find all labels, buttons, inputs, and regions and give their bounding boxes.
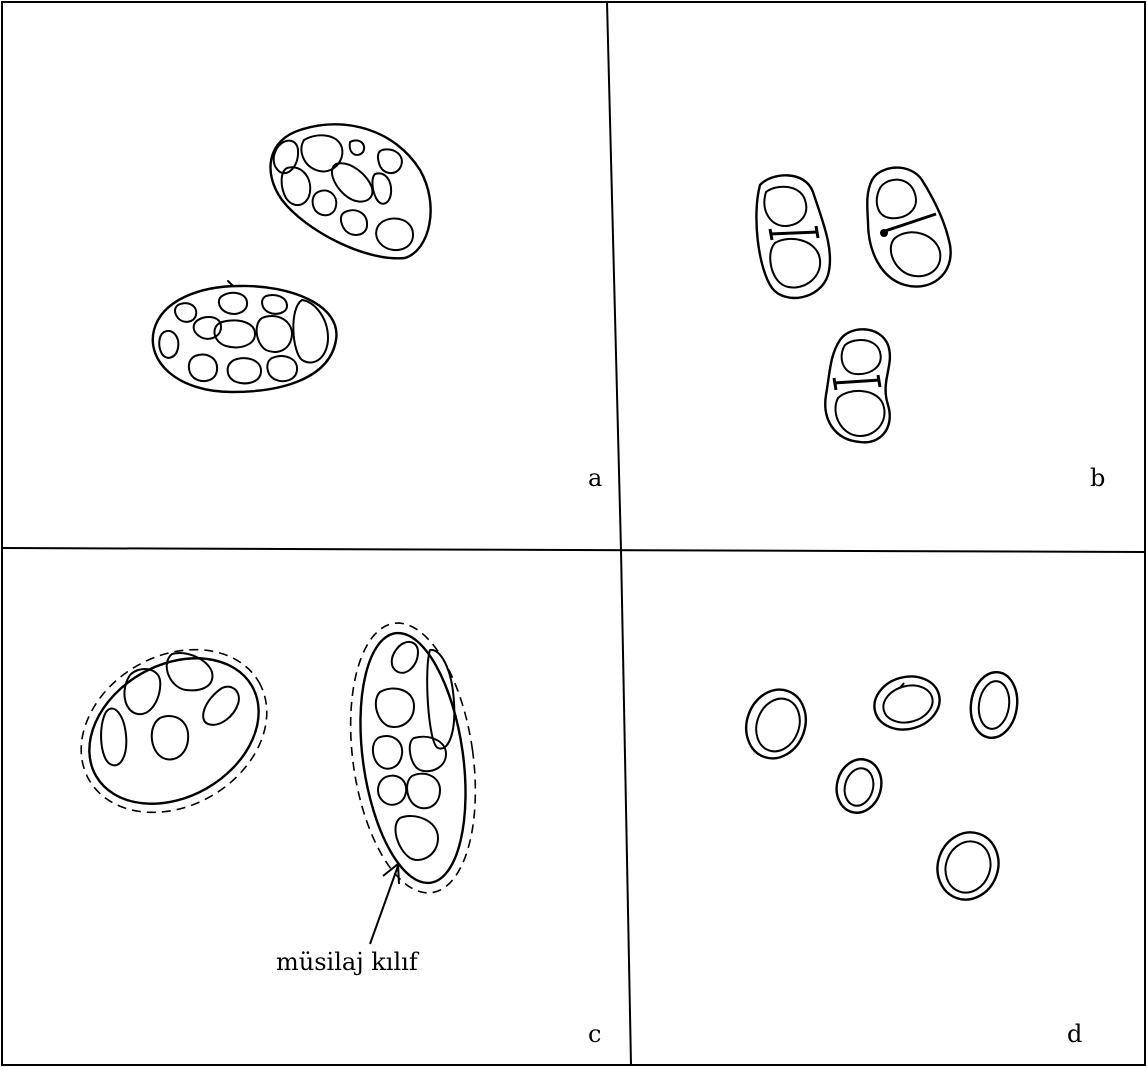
annotation-arrow bbox=[370, 864, 399, 944]
single-celled-spore-2 bbox=[868, 669, 945, 736]
mucilage-sheathed-spore-left bbox=[52, 617, 297, 845]
panel-label-b: b bbox=[1090, 464, 1105, 492]
two-celled-spore-bottom bbox=[825, 329, 890, 442]
panel-a: a bbox=[153, 124, 603, 492]
two-celled-spore-left bbox=[756, 175, 830, 298]
muriform-spore-upper bbox=[270, 124, 430, 258]
panel-c: müsilaj kılıf c bbox=[52, 615, 602, 1048]
panel-b: b bbox=[756, 168, 1105, 492]
vertical-divider-top bbox=[607, 2, 621, 550]
annotation-mucilage-sheath: müsilaj kılıf bbox=[276, 948, 420, 976]
panel-label-a: a bbox=[588, 464, 602, 492]
muriform-spore-lower bbox=[153, 281, 337, 392]
single-celled-spore-5 bbox=[928, 824, 1008, 908]
single-celled-spore-4 bbox=[831, 754, 887, 818]
single-celled-spore-1 bbox=[737, 681, 815, 767]
vertical-divider-bottom bbox=[621, 550, 631, 1065]
mucilage-sheathed-spore-right bbox=[335, 615, 492, 901]
single-celled-spore-3 bbox=[967, 669, 1022, 741]
panel-label-d: d bbox=[1067, 1020, 1082, 1048]
panel-d: d bbox=[737, 669, 1083, 1048]
panel-label-c: c bbox=[588, 1020, 601, 1048]
two-celled-spore-right bbox=[867, 168, 950, 287]
horizontal-divider bbox=[2, 548, 1145, 552]
